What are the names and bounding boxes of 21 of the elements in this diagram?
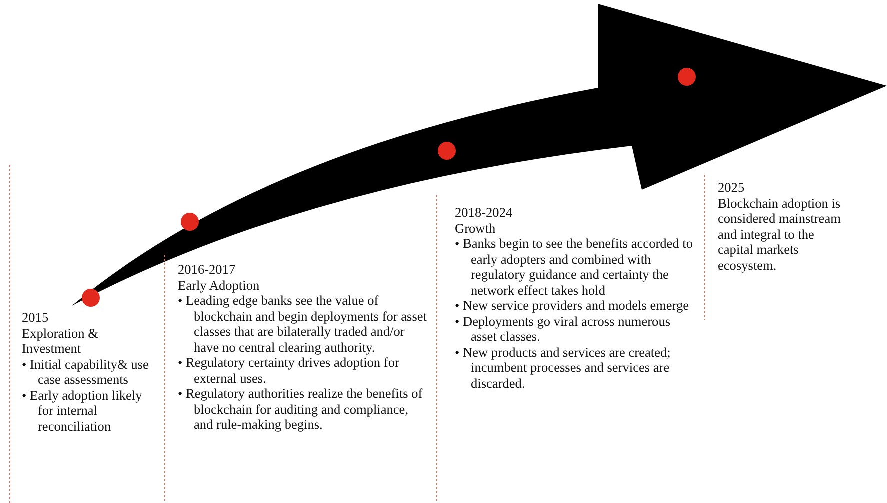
year-label: 2018-2024: [455, 205, 514, 220]
bullet-point: • Deployments go viral across numerous asset classes.: [455, 314, 672, 344]
milestone-dot: [438, 142, 456, 160]
bullet-point: • Banks begin to see the benefits accorded to early adopters and combined with regulatory guidance and certainty the network effect takes hold: [455, 236, 693, 298]
milestone-dot: [678, 68, 696, 86]
bullet-point: • Regulatory authorities realize the benefits of blockchain for auditing and compliance, and rule-making begins.: [178, 386, 424, 432]
stage-description: Blockchain adoption is considered mainstream and integral to the capital markets ecosystem.: [718, 196, 842, 273]
bullet-point: • New products and services are created; incumbent processes and services are discarded.: [455, 344, 672, 391]
milestone-dot: [82, 289, 100, 307]
stage-title: Early Adoption: [178, 278, 261, 293]
stage-title: Exploration & Investment: [22, 326, 100, 356]
bullet-point: • Early adoption likely for internal reconciliation: [22, 388, 144, 434]
year-label: 2015: [22, 310, 50, 326]
stage-title: Growth: [455, 220, 497, 236]
bullet-point: • Regulatory certainty drives adoption for external uses.: [178, 355, 400, 386]
year-label: 2025: [718, 180, 746, 196]
milestone-dot: [181, 213, 199, 231]
year-label: 2016-2017: [178, 262, 237, 278]
bullet-point: • New service providers and models emerge: [455, 298, 690, 314]
bullet-point: • Leading edge banks see the value of blockchain and begin deployments for asset classes that are bilaterally traded and/or have no central clearing authority.: [178, 293, 428, 355]
bullet-point: • Initial capability& use case assessments: [22, 356, 150, 388]
